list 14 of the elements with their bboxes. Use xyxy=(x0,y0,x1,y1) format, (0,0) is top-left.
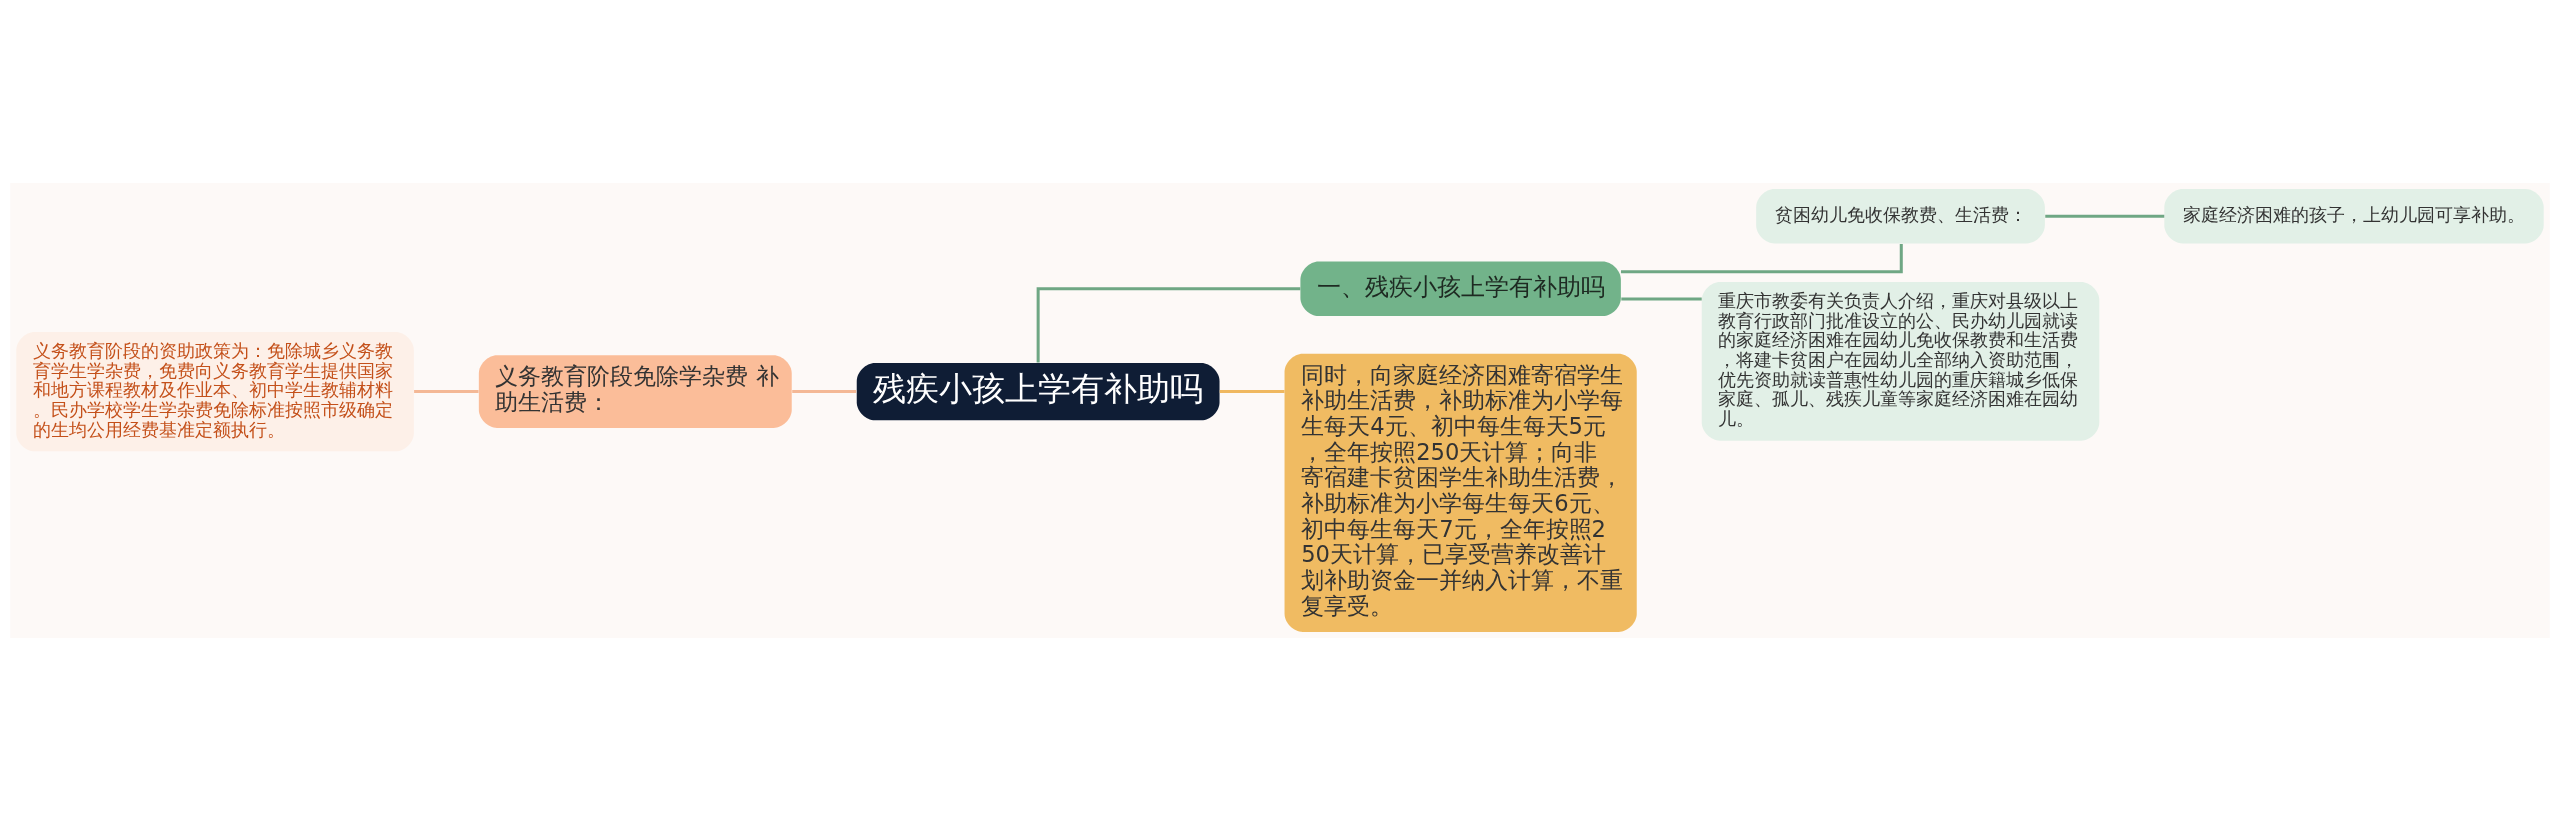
connector xyxy=(2045,214,2165,218)
connector xyxy=(414,389,479,393)
node-box: 同时，向家庭经济困难寄宿学生补助生活费，补助标准为小学每生每天4元、初中每生每天5元，全年按照250天计算；向非寄宿建卡贫困学生补助生活费，补助标准为小学每生每天6元、初中每生每天7元，全年按照250天计算，已享受营养改善计划补助资金一并纳入计算，不重复享受。 xyxy=(1284,353,1637,632)
connector xyxy=(792,389,857,393)
node-box: 重庆市教委有关负责人介绍，重庆对县级以上教育行政部门批准设立的公、民办幼儿园就读的家庭经济困难在园幼儿免收保教费和生活费，将建卡贫困户在园幼儿全部纳入资助范围，优先资助就读普惠性幼儿园的重庆籍城乡低保家庭、孤儿、残疾儿童等家庭经济困难在园幼儿。 xyxy=(1701,281,2100,441)
node-box: 一、残疾小孩上学有补助吗 xyxy=(1300,261,1621,316)
node-box: 义务教育阶段免除学杂费 补助生活费： xyxy=(478,354,792,428)
node-box: 残疾小孩上学有补助吗 xyxy=(856,362,1220,420)
node-box: 家庭经济困难的孩子，上幼儿园可享补助。 xyxy=(2164,188,2544,243)
connector xyxy=(1036,286,1301,362)
node-box: 义务教育阶段的资助政策为：免除城乡义务教育学生学杂费，免费向义务教育学生提供国家和地方课程教材及作业本、初中学生教辅材料。民办学校学生学杂费免除标准按照市级确定的生均公用经费基准定额执行。 xyxy=(16,331,414,451)
node-box: 贫困幼儿免收保教费、生活费： xyxy=(1756,188,2045,243)
connector xyxy=(1621,297,1702,301)
connector xyxy=(1219,389,1285,393)
